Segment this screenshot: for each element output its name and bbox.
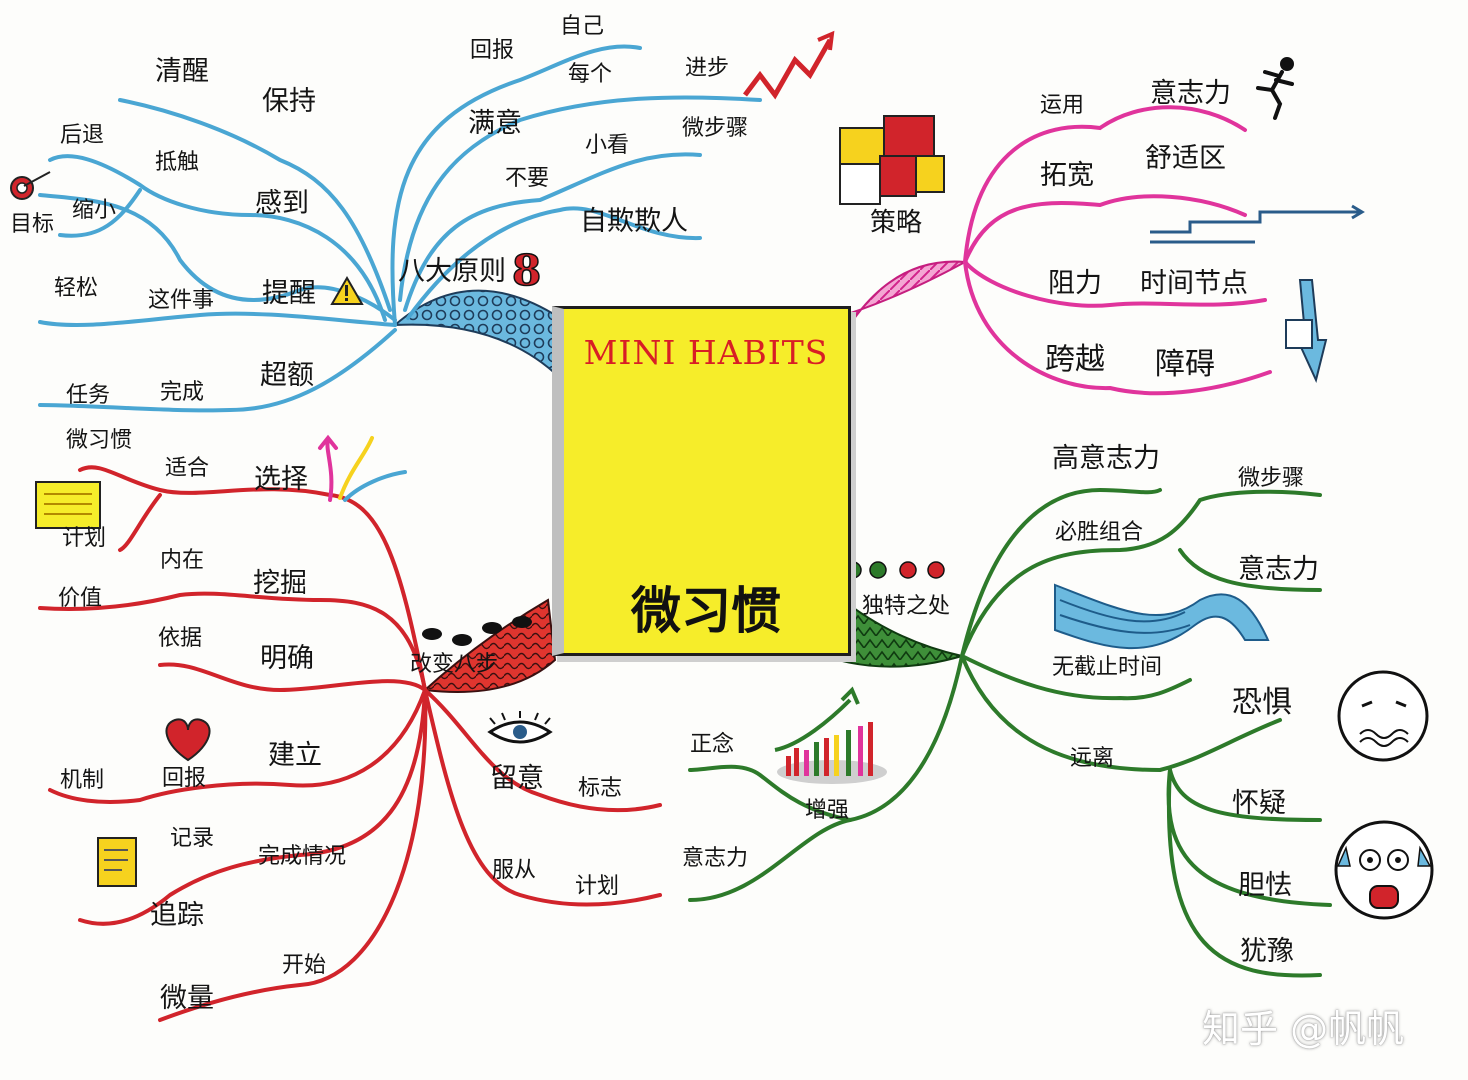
node-label: 拓宽	[1040, 162, 1094, 189]
node-label: 完成	[160, 382, 204, 404]
node-label: 提醒	[262, 280, 316, 307]
node-label: 留意	[490, 765, 544, 792]
node-label: 障碍	[1155, 350, 1215, 380]
node-label: 犹豫	[1240, 938, 1294, 965]
node-label: 满意	[468, 110, 522, 137]
node-label: 意志力	[1150, 80, 1231, 107]
node-label: 明确	[260, 645, 314, 672]
node-label: 意志力	[682, 848, 748, 870]
node-label: 时间节点	[1140, 270, 1248, 297]
puzzle-icon	[840, 116, 944, 204]
node-label: 阻力	[1048, 270, 1102, 297]
node-label: 每个	[568, 64, 612, 86]
node-label: 跨越	[1045, 345, 1105, 375]
node-label: 清醒	[155, 58, 209, 85]
apples-icon	[845, 562, 944, 578]
node-label: 怀疑	[1232, 790, 1286, 817]
number-eight-icon: 8	[512, 246, 541, 295]
node-label: 机制	[60, 770, 104, 792]
node-label: 必胜组合	[1055, 522, 1143, 544]
red-trunk	[425, 600, 555, 692]
node-label: 开始	[282, 955, 326, 977]
node-label: 服从	[492, 860, 536, 882]
node-label: 完成情况	[258, 846, 346, 868]
node-label: 意志力	[1238, 556, 1319, 583]
node-label: 微步骤	[1238, 468, 1304, 490]
node-label: 挖掘	[253, 570, 307, 597]
node-label: 价值	[58, 588, 102, 610]
node-label: 任务	[66, 385, 110, 407]
node-label: 轻松	[54, 278, 98, 300]
node-label: 小看	[585, 135, 629, 157]
node-label: 选择	[254, 466, 308, 493]
node-label: 追踪	[150, 902, 204, 929]
node-label: 目标	[10, 214, 54, 236]
node-label: 保持	[262, 88, 316, 115]
heart-icon	[166, 719, 209, 760]
node-label: 计划	[575, 876, 619, 898]
node-label: 回报	[470, 40, 514, 62]
node-label: 回报	[162, 768, 206, 790]
node-label: 依据	[158, 628, 202, 650]
node-label: 适合	[165, 458, 209, 480]
node-label: 恐惧	[1232, 688, 1292, 718]
worried-face-icon	[1339, 672, 1427, 760]
node-label: 超额	[260, 362, 314, 389]
node-label: 正念	[690, 734, 734, 756]
node-label: 感到	[255, 190, 309, 217]
node-label: 进步	[685, 58, 729, 80]
branch-title-eight-steps: 改变八步	[410, 654, 498, 676]
node-label: 运用	[1040, 95, 1084, 117]
node-label: 微步骤	[682, 118, 748, 140]
node-label: 这件事	[148, 290, 214, 312]
river-icon	[1055, 585, 1268, 648]
branch-title-strategy: 策略	[870, 210, 922, 236]
runner-icon	[1258, 59, 1292, 118]
node-label: 微习惯	[66, 430, 132, 452]
trend-arrow-icon	[745, 34, 832, 95]
central-book: MINI HABITS 微习惯	[552, 306, 851, 656]
node-label: 不要	[505, 168, 549, 190]
node-label: 高意志力	[1052, 445, 1160, 472]
steps-arrow-icon	[1150, 206, 1362, 242]
node-label: 抵触	[155, 152, 199, 174]
node-label: 无截止时间	[1052, 657, 1162, 679]
node-label: 胆怯	[1238, 872, 1292, 899]
node-label: 自欺欺人	[580, 208, 688, 235]
node-label: 舒适区	[1145, 145, 1226, 172]
book-title: MINI HABITS	[564, 333, 848, 372]
node-label: 增强	[805, 800, 849, 822]
node-label: 内在	[160, 550, 204, 572]
node-label: 计划	[62, 528, 106, 550]
scroll-icon	[98, 838, 136, 886]
branch-title-uniqueness: 独特之处	[862, 596, 950, 618]
node-label: 远离	[1070, 748, 1114, 770]
book-subtitle: 微习惯	[564, 571, 848, 643]
plan-note-icon	[36, 482, 100, 528]
node-label: 自己	[560, 16, 604, 38]
node-label: 建立	[268, 742, 322, 769]
down-arrow-icon	[1286, 280, 1326, 380]
node-label: 微量	[160, 985, 214, 1012]
watermark-text: 知乎 @帆帆	[1202, 998, 1404, 1053]
bar-growth-icon	[775, 690, 887, 784]
crossroad-arrows-icon	[320, 438, 405, 500]
branch-title-principles: 八大原则	[398, 258, 506, 285]
scared-face-icon	[1336, 822, 1432, 918]
node-label: 标志	[578, 778, 622, 800]
svg-text:8: 8	[512, 246, 541, 295]
node-label: 缩小	[72, 200, 116, 222]
node-label: 记录	[170, 828, 214, 850]
eye-icon	[490, 711, 550, 742]
node-label: 后退	[60, 125, 104, 147]
